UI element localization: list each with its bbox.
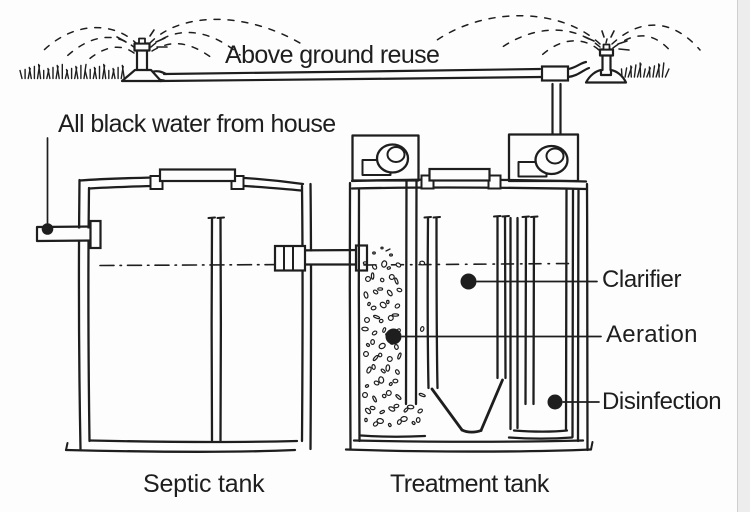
reuse-pipe	[158, 67, 543, 83]
sprinkler-icon	[584, 38, 628, 84]
clarifier-divider	[423, 216, 441, 390]
page-edge	[737, 0, 750, 512]
label-connectors	[46, 137, 602, 403]
transfer-pipe	[273, 244, 369, 272]
label-dot	[41, 223, 54, 235]
clarifier-label: Clarifier	[602, 266, 682, 293]
t-junction	[540, 65, 570, 82]
septic-tank-label: Septic tank	[143, 470, 265, 498]
label-dot	[385, 328, 402, 345]
label-dots	[41, 223, 563, 410]
treatment-tank-label: Treatment tank	[390, 470, 549, 498]
disinfection-drop-pipe	[521, 215, 539, 406]
disinfection-chamber	[507, 188, 575, 440]
aeration-drop-pipe	[404, 179, 418, 406]
black-water-label: All black water from house	[58, 110, 336, 138]
label-dot	[547, 394, 563, 410]
blower-icon	[507, 133, 580, 183]
blower-icon	[351, 134, 420, 182]
septic-lid	[149, 168, 245, 190]
water-line	[363, 262, 572, 266]
treatment-tank-drawing	[344, 179, 594, 453]
sprinkler-icon	[120, 37, 168, 83]
above-ground-reuse-label: Above ground reuse	[225, 41, 440, 69]
disinfection-label: Disinfection	[602, 388, 722, 415]
spray-arcs-icon	[43, 15, 701, 61]
inlet-pipe	[35, 219, 102, 250]
septic-tank-drawing	[64, 168, 313, 453]
riser-pipe	[551, 60, 591, 136]
spray-ticks-icon	[116, 29, 630, 51]
label-dot	[460, 273, 477, 290]
aeration-label: Aeration	[606, 321, 698, 348]
grass-icon	[19, 63, 126, 80]
water-line	[99, 263, 297, 267]
clarifier-cone	[430, 378, 504, 434]
treatment-lid	[420, 167, 502, 190]
aeration-bubbles	[361, 246, 426, 428]
septic-baffle	[207, 216, 225, 442]
disinfection-divider	[493, 215, 510, 380]
grass-icon	[620, 62, 670, 78]
